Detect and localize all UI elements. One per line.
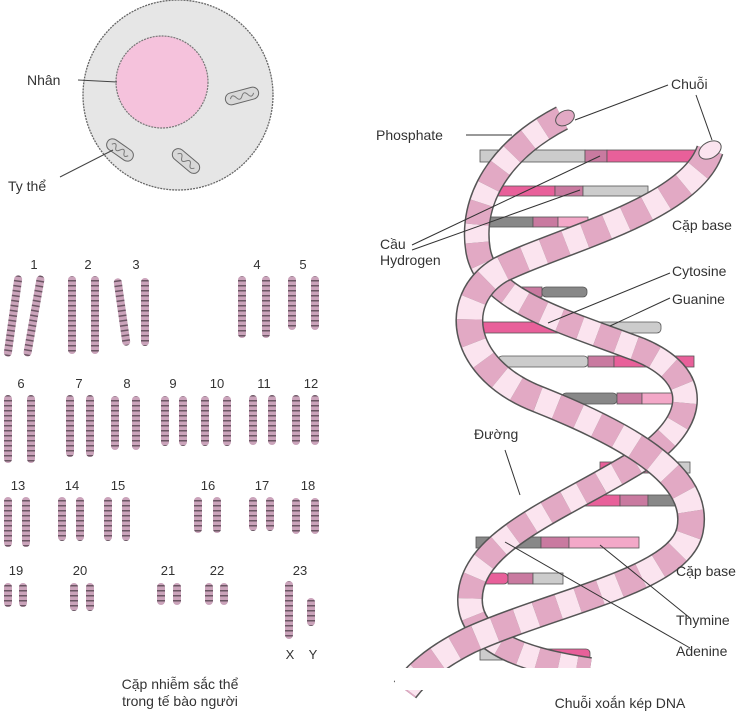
mitochondrion [224, 86, 260, 106]
chromosome-number: 11 [257, 376, 271, 391]
chromosome-pair-5 [288, 276, 319, 330]
chromosome-number: 2 [84, 257, 92, 272]
chromosome-pair-14 [58, 497, 84, 541]
chromosome-number: 22 [209, 563, 225, 578]
karyotype-caption-line2: trong tế bào người [122, 692, 238, 709]
karyotype-caption: Cặp nhiễm sắc thể trong tế bào người [60, 676, 300, 710]
chromosome-pair-13 [4, 497, 30, 547]
chromosome-pair-6 [4, 395, 35, 463]
chromosome-pair-18 [292, 498, 319, 534]
chromosome-number: 4 [253, 257, 261, 272]
sex-chromosome-x-label: X [285, 647, 295, 662]
sex-chromosome-y-label: Y [308, 647, 318, 662]
chromosome-number: 14 [64, 478, 80, 493]
chromosome-pair-16 [194, 497, 221, 533]
thymine-label: Thymine [676, 612, 730, 628]
mitochondria-leader-line [59, 149, 114, 178]
chromosome-pair-8 [111, 396, 140, 450]
chromosome-number: 17 [254, 478, 270, 493]
sugar-label: Đường [474, 426, 519, 442]
chromosome-pair-9 [161, 396, 187, 446]
chromosome-pair-12 [292, 395, 319, 445]
chromosome-number: 23 [292, 563, 308, 578]
chromosome-number: 1 [30, 257, 38, 272]
chromosome-pair-3 [113, 278, 149, 346]
chromosome-pair-23 [285, 581, 315, 639]
chromosome-number: 10 [209, 376, 225, 391]
guanine-label: Guanine [672, 291, 725, 307]
chromosome-number: 13 [10, 478, 26, 493]
hydrogen-bond-label-line1: Cầu [380, 236, 406, 252]
chromosome-number: 21 [160, 563, 176, 578]
hydrogen-bond-label-line2: Hydrogen [380, 252, 441, 269]
chromosome-pair-15 [104, 497, 130, 541]
chromosome-pair-7 [66, 395, 94, 457]
chromosome-pair-1 [3, 275, 45, 357]
dna-helix [393, 84, 724, 699]
leader-lines [411, 84, 713, 649]
nucleus-label: Nhân [27, 72, 61, 88]
chromosome-pair-2 [68, 276, 99, 354]
mitochondrion [171, 148, 201, 174]
nucleus-leader-line [77, 79, 118, 83]
chromosome-pair-21 [157, 583, 181, 605]
chromosome-pair-4 [238, 276, 270, 338]
hydrogen-bond-label: Cầu Hydrogen [380, 236, 441, 268]
strand-label: Chuỗi [671, 76, 708, 92]
chromosome-number: 20 [72, 563, 88, 578]
chromosome-number: 5 [299, 257, 307, 272]
base-pair-label-bottom: Cặp base [676, 563, 736, 579]
chromosome-pair-11 [249, 395, 276, 445]
chromosome-number: 12 [303, 376, 319, 391]
chromosome-number: 6 [17, 376, 25, 391]
chromosome-pair-19 [4, 583, 27, 607]
nucleus [115, 35, 209, 129]
chromosome-number: 3 [132, 257, 140, 272]
chromosome-number: 7 [75, 376, 83, 391]
mitochondrion [106, 138, 134, 162]
chromosome-number: 19 [8, 563, 24, 578]
chromosome-number: 15 [110, 478, 126, 493]
mitochondria-label: Ty thể [8, 178, 47, 194]
chromosome-number: 18 [300, 478, 316, 493]
chromosome-pair-22 [205, 583, 228, 605]
chromosome-pair-20 [70, 583, 94, 611]
chromosome-number: 9 [169, 376, 177, 391]
dna-caption: Chuỗi xoắn kép DNA [554, 695, 686, 711]
base-pair-label-top: Cặp base [672, 217, 732, 233]
karyotype [3, 275, 319, 639]
phosphate-label: Phosphate [376, 127, 443, 143]
cell-diagram [59, 0, 274, 191]
adenine-label: Adenine [676, 643, 728, 659]
karyotype-caption-line1: Cặp nhiễm sắc thể [121, 676, 239, 692]
chromosome-pair-10 [201, 396, 231, 446]
chromosome-number: 8 [123, 376, 131, 391]
cytosine-label: Cytosine [672, 263, 727, 279]
chromosome-pair-17 [249, 497, 274, 531]
chromosome-number: 16 [200, 478, 216, 493]
